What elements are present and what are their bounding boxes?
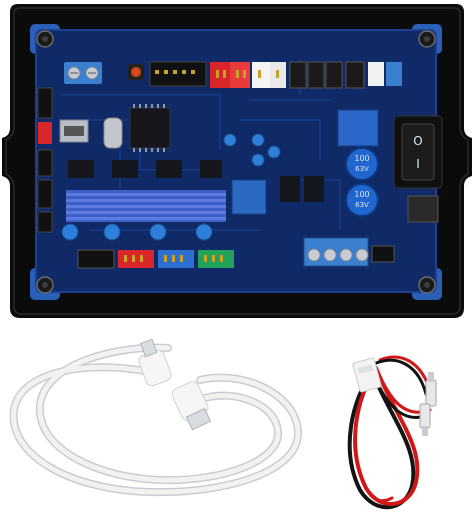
usb-plug-icon	[171, 381, 212, 431]
small-capacitors	[61, 133, 281, 241]
stepper-drivers	[68, 160, 222, 178]
screw-icon	[418, 30, 436, 48]
power-terminal-block	[303, 237, 369, 267]
top-terminal-block	[64, 62, 102, 84]
usb-cable	[9, 343, 303, 497]
switch-off-mark: O	[413, 134, 422, 148]
left-headers	[37, 87, 53, 233]
crystal-oscillator	[103, 117, 123, 149]
capacitor-2-voltage: 63V	[355, 201, 369, 209]
fan-header	[371, 245, 395, 263]
jst-plug-icon	[352, 357, 382, 393]
capacitor-1-voltage: 63V	[355, 165, 369, 173]
screw-icon	[418, 276, 436, 294]
bottom-connectors	[77, 249, 234, 269]
electrolytic-capacitor-1: 100 63V	[345, 147, 379, 181]
inductor	[231, 179, 267, 215]
power-ic	[337, 109, 379, 147]
jst-connectors-top	[210, 61, 402, 89]
dc-jack	[407, 195, 439, 223]
rocker-switch-icon: O I	[393, 115, 443, 189]
screw-icon	[36, 30, 54, 48]
microcontroller-chip	[129, 104, 171, 152]
heatsink	[66, 190, 226, 222]
spade-terminal-icon	[419, 372, 437, 436]
reset-button	[128, 64, 144, 80]
usb-plug-icon	[138, 338, 172, 387]
header-connector	[149, 61, 207, 87]
electrolytic-capacitor-2: 100 63V	[345, 183, 379, 217]
capacitor-1-value: 100	[354, 154, 369, 163]
usb-port	[59, 119, 89, 143]
capacitor-2-value: 100	[354, 190, 369, 199]
screw-icon	[36, 276, 54, 294]
mosfets	[280, 176, 324, 202]
switch-on-mark: I	[416, 157, 420, 171]
